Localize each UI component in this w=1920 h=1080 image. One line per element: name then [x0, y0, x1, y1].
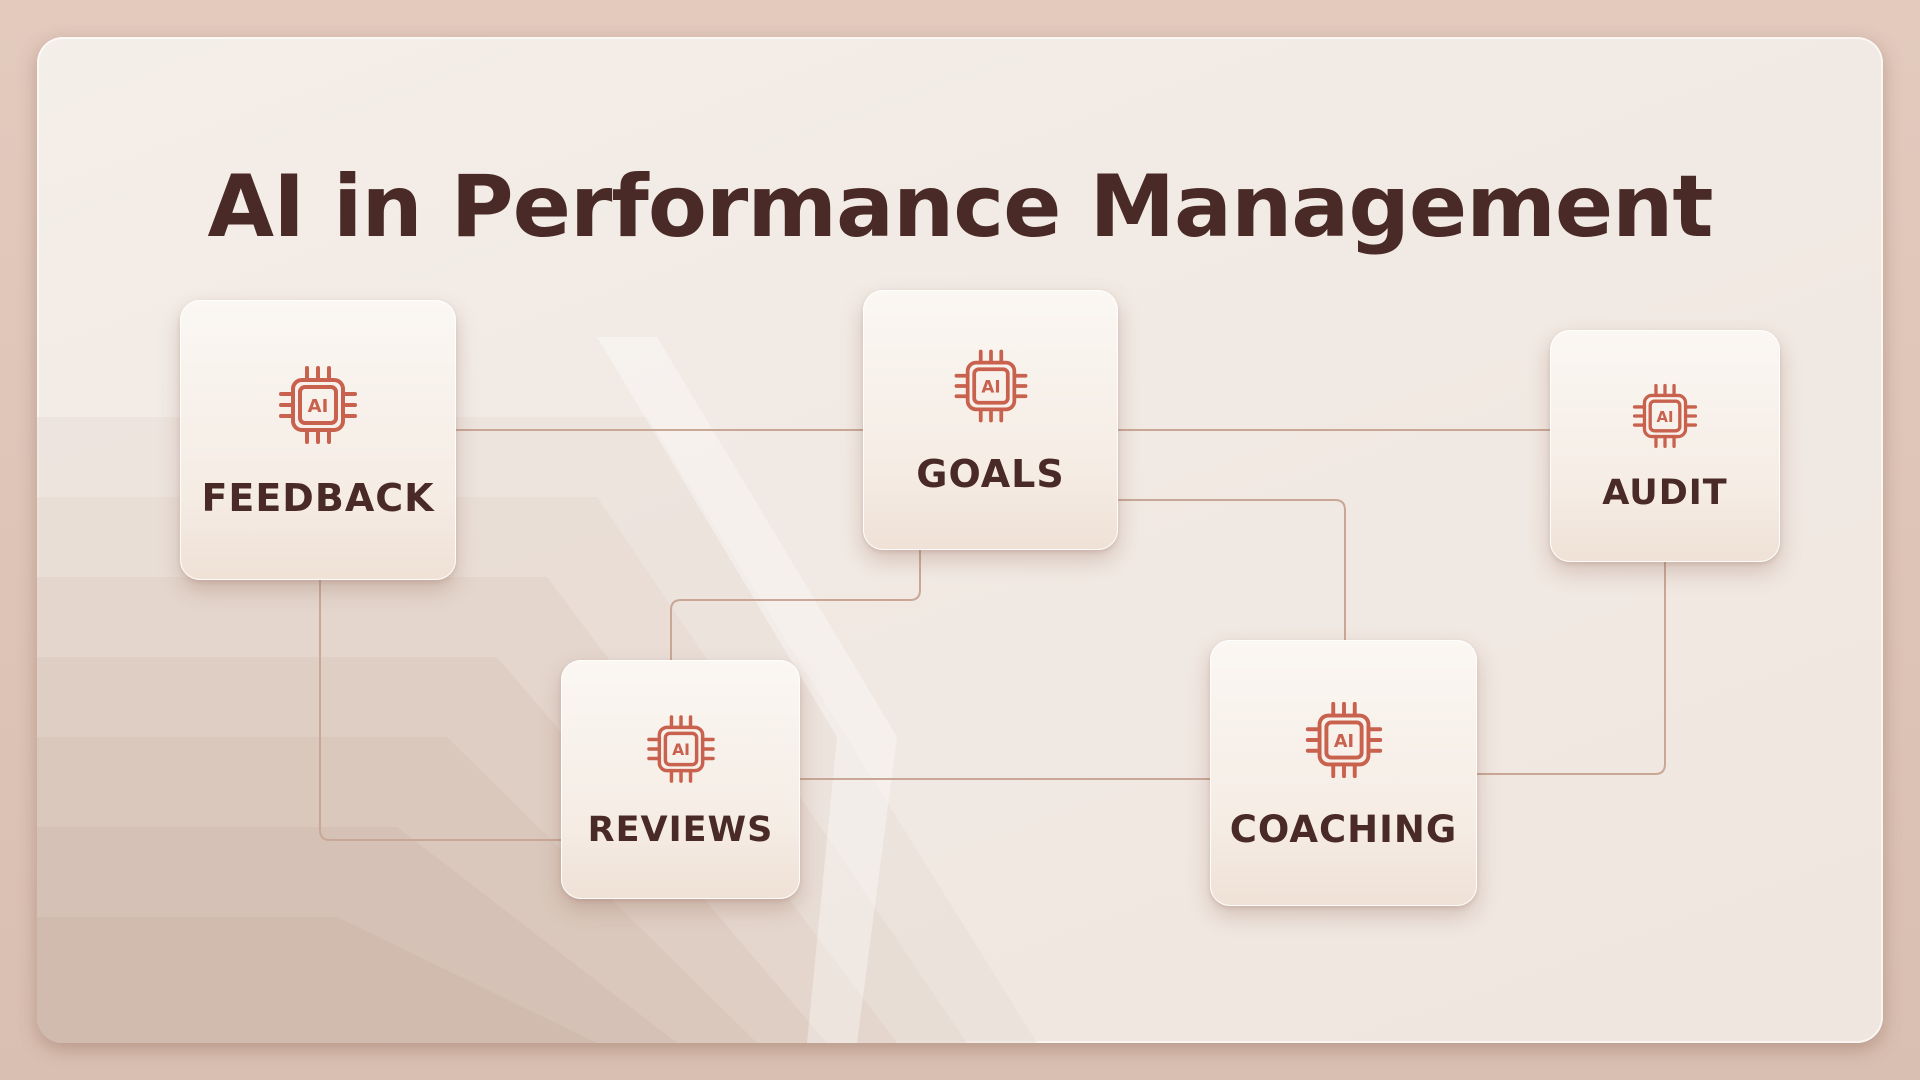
node-label-feedback: FEEDBACK	[201, 476, 435, 520]
chip-text: AI	[672, 741, 690, 759]
node-label-reviews: REVIEWS	[587, 809, 774, 850]
ai-chip-icon: AI	[279, 366, 357, 444]
node-label-audit: AUDIT	[1602, 473, 1728, 513]
chip-text: AI	[1657, 409, 1674, 426]
ai-chip-icon: AI	[646, 714, 715, 783]
slide-card: AI in Performance Management AI	[37, 37, 1883, 1043]
chip-text: AI	[308, 396, 329, 417]
page-title: AI in Performance Management	[207, 157, 1714, 257]
node-feedback[interactable]: AI FEEDBACK	[180, 300, 456, 580]
chip-text: AI	[1333, 731, 1353, 751]
node-audit[interactable]: AI AUDIT	[1550, 330, 1780, 562]
node-label-coaching: COACHING	[1229, 807, 1458, 851]
node-reviews[interactable]: AI REVIEWS	[561, 660, 800, 899]
connector-goals-coaching	[1118, 499, 1346, 640]
node-label-goals: GOALS	[916, 452, 1065, 496]
ai-chip-icon: AI	[1305, 701, 1382, 778]
node-coaching[interactable]: AI COACHING	[1210, 640, 1477, 906]
ai-chip-icon: AI	[1632, 383, 1698, 449]
node-goals[interactable]: AI GOALS	[863, 290, 1118, 550]
ai-chip-icon: AI	[954, 349, 1027, 423]
connector-feedback-reviews	[319, 580, 561, 841]
chip-text: AI	[981, 377, 1000, 397]
connector-lines	[319, 429, 1666, 841]
connector-audit-coaching	[1477, 562, 1666, 775]
connector-goals-reviews	[670, 550, 921, 660]
